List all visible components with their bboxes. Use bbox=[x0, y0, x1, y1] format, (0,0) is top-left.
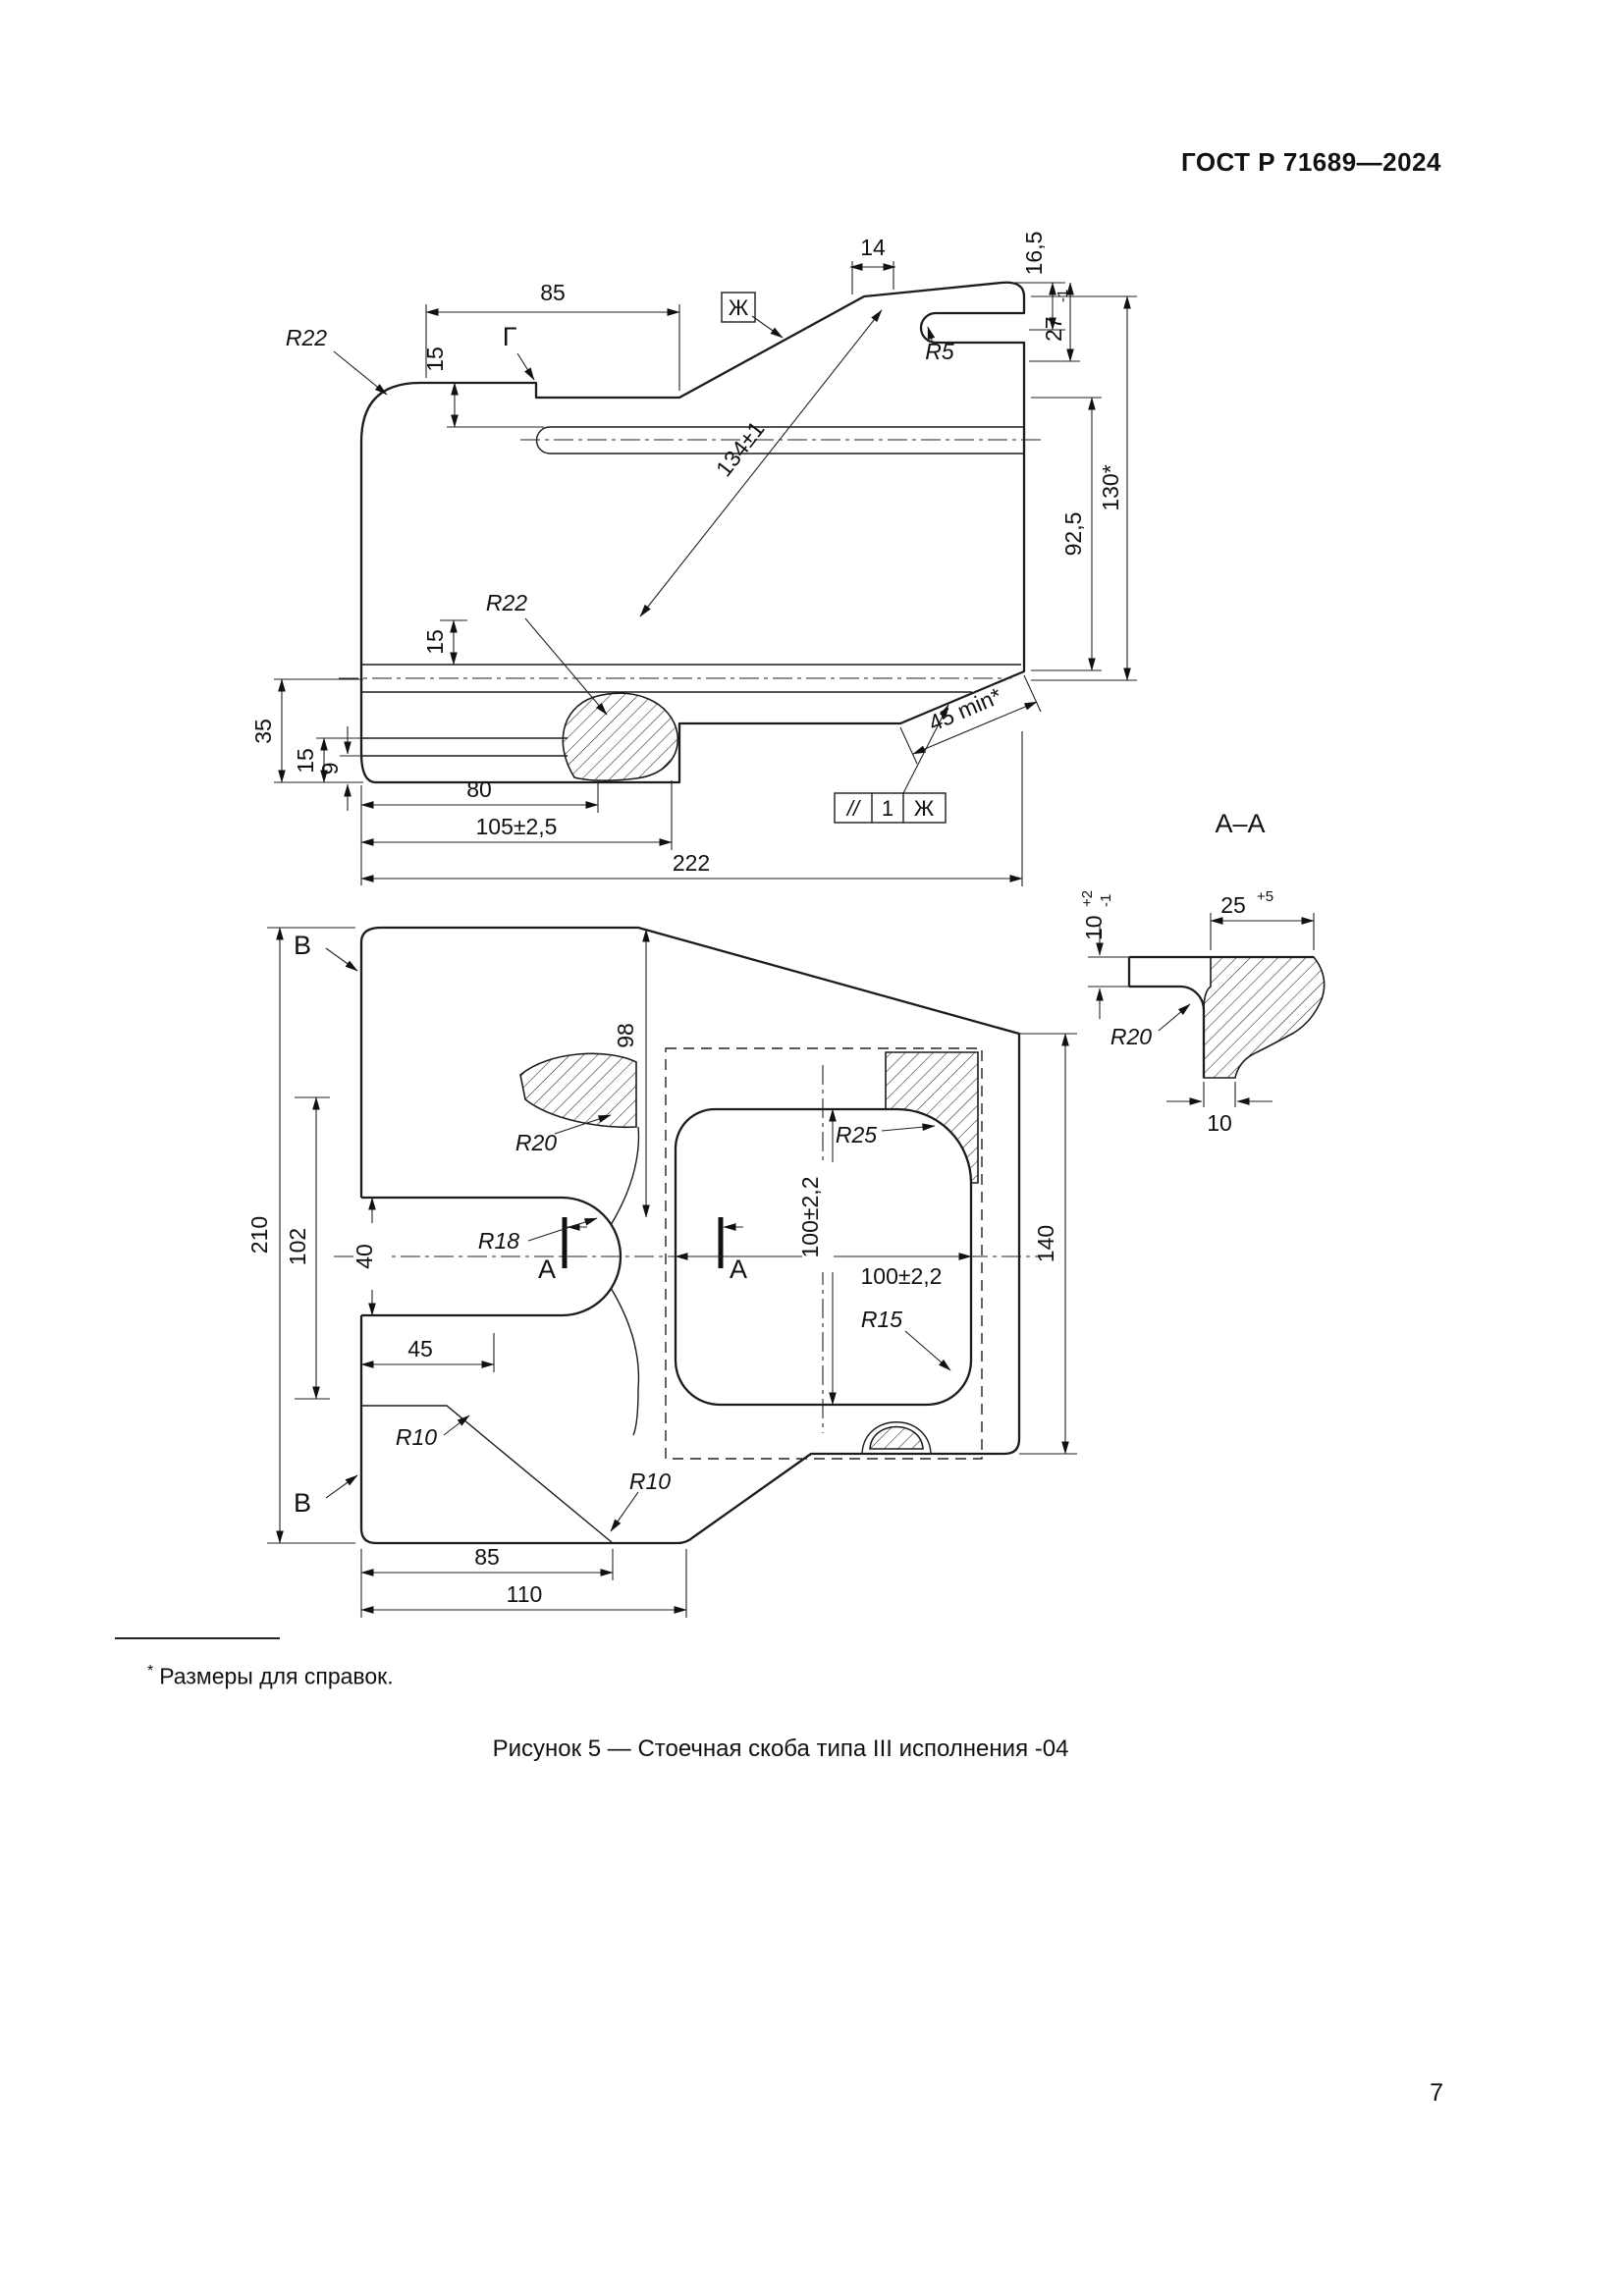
section-flange-outline bbox=[1127, 955, 1314, 1078]
radius-label-r5: R5 bbox=[925, 339, 954, 364]
face-label-gamma: Г bbox=[503, 322, 517, 351]
section-hatch bbox=[1203, 956, 1326, 1079]
dim-45: 45 bbox=[407, 1336, 433, 1362]
top-view: Ж // 1 Ж R22 85 15 Г 14 16,5 R5 27 -1 13… bbox=[250, 232, 1137, 886]
dim-134: 134±1 bbox=[711, 416, 770, 481]
hidden-contour bbox=[665, 1047, 983, 1460]
radius-label-r15: R15 bbox=[861, 1307, 902, 1332]
dim-130: 130* bbox=[1098, 464, 1123, 510]
radius-label-r20: R20 bbox=[515, 1130, 557, 1155]
radius-label-r10-lower: R10 bbox=[629, 1468, 671, 1494]
dim-25-tol-plus: +5 bbox=[1257, 888, 1273, 905]
dim-15-mid: 15 bbox=[422, 629, 448, 655]
dim-10-flange-tol-minus: -1 bbox=[1098, 894, 1114, 907]
dim-140: 140 bbox=[1033, 1225, 1058, 1262]
lower-slot bbox=[361, 664, 1021, 693]
section-extension-lines bbox=[1088, 913, 1315, 1107]
tolerance-value: 1 bbox=[882, 796, 893, 821]
dim-25: 25 bbox=[1220, 892, 1246, 918]
notch-arc bbox=[861, 1421, 932, 1455]
section-label-a-left: А bbox=[538, 1255, 556, 1284]
footnote: * Размеры для справок. bbox=[147, 1663, 394, 1690]
top-view-extension-lines bbox=[274, 261, 1137, 886]
dim-100-horizontal: 100±2,2 bbox=[861, 1263, 943, 1289]
radius-label-r18: R18 bbox=[478, 1228, 519, 1254]
rib-hatch-upper bbox=[519, 1052, 637, 1129]
plan-view: В В 210 102 40 98 R20 R18 100±2,2 100±2,… bbox=[246, 926, 1077, 1618]
bottom-step-lines bbox=[361, 737, 568, 757]
radius-label-r20-section: R20 bbox=[1110, 1024, 1152, 1049]
datum-flag-label: Ж bbox=[729, 295, 749, 320]
plan-view-part-outline bbox=[359, 926, 1021, 1545]
dim-10-leg: 10 bbox=[1207, 1110, 1232, 1136]
view-label-b-top: В bbox=[294, 931, 311, 960]
parallelism-tolerance-frame: // 1 Ж bbox=[834, 792, 947, 824]
dim-10-flange: 10 bbox=[1081, 915, 1107, 940]
dim-100-vertical: 100±2,2 bbox=[797, 1177, 823, 1258]
datum-flag-box bbox=[721, 292, 756, 323]
notch-hatch-bottom bbox=[869, 1425, 924, 1450]
dim-80: 80 bbox=[466, 776, 492, 802]
dim-10-flange-tol-plus: +2 bbox=[1079, 890, 1096, 907]
rib-transition-curves bbox=[610, 1126, 640, 1436]
inner-chamfer-edge bbox=[361, 1405, 614, 1544]
dim-85-bottom: 85 bbox=[474, 1544, 500, 1570]
dim-105: 105±2,5 bbox=[476, 814, 558, 839]
dim-14: 14 bbox=[860, 235, 886, 260]
radius-label-r22-rib: R22 bbox=[486, 590, 527, 615]
dim-92-5: 92,5 bbox=[1060, 512, 1086, 557]
radius-label-r22-corner: R22 bbox=[286, 325, 327, 350]
radius-label-r10-upper: R10 bbox=[396, 1424, 437, 1450]
section-view: А–А 10 +2 -1 25 +5 R20 10 bbox=[1079, 809, 1326, 1136]
rib-section-hatch bbox=[562, 692, 678, 781]
dim-15-bottom: 15 bbox=[293, 748, 318, 774]
dim-15-top: 15 bbox=[422, 347, 448, 372]
footnote-marker: * bbox=[147, 1663, 154, 1680]
tolerance-symbol: // bbox=[845, 796, 861, 821]
plan-extension-lines bbox=[267, 927, 1077, 1618]
dim-98: 98 bbox=[613, 1023, 638, 1048]
footnote-text: Размеры для справок. bbox=[159, 1663, 394, 1689]
corner-hatch-r25 bbox=[885, 1051, 979, 1184]
dim-210: 210 bbox=[246, 1216, 272, 1254]
doc-number: ГОСТ Р 71689—2024 bbox=[1180, 147, 1441, 177]
footnote-rule bbox=[115, 1637, 280, 1639]
dim-27: 27 bbox=[1041, 316, 1066, 342]
tolerance-datum: Ж bbox=[914, 796, 935, 821]
dim-222: 222 bbox=[673, 850, 710, 876]
dim-9: 9 bbox=[317, 763, 343, 775]
dim-35: 35 bbox=[250, 719, 276, 744]
section-title: А–А bbox=[1215, 809, 1265, 838]
dim-45-min: 45 min* bbox=[925, 682, 1005, 735]
figure-caption: Рисунок 5 — Стоечная скоба типа III испо… bbox=[492, 1735, 1069, 1762]
dim-16-5: 16,5 bbox=[1021, 232, 1047, 276]
dim-102: 102 bbox=[285, 1228, 310, 1265]
dim-40: 40 bbox=[352, 1244, 377, 1269]
view-label-b-bottom: В bbox=[294, 1488, 311, 1518]
dim-85: 85 bbox=[540, 280, 566, 305]
dim-110: 110 bbox=[507, 1581, 543, 1607]
page-number: 7 bbox=[1430, 2079, 1443, 2107]
section-label-a-right: А bbox=[730, 1255, 747, 1284]
radius-label-r25: R25 bbox=[836, 1122, 877, 1148]
dim-27-tolerance: -1 bbox=[1055, 290, 1071, 302]
